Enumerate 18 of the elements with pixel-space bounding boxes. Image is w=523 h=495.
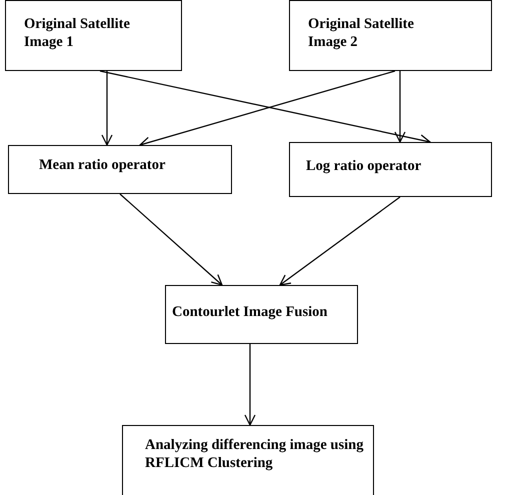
process-box: [165, 285, 358, 344]
process-box: [122, 425, 374, 495]
box-label: Original Satellite Image 2: [308, 15, 415, 51]
process-box: [289, 142, 492, 197]
box-label: Original Satellite Image 1: [24, 15, 131, 51]
arrow: [139, 70, 396, 148]
process-box: [8, 145, 232, 194]
arrow: [120, 194, 223, 286]
box-label: Log ratio operator: [306, 157, 422, 175]
box-label: Contourlet Image Fusion: [172, 303, 328, 321]
arrow: [101, 71, 113, 146]
process-box: [5, 0, 182, 71]
arrow: [394, 71, 406, 143]
process-box: [289, 0, 492, 71]
arrow: [279, 196, 400, 286]
box-label: Mean ratio operator: [39, 156, 166, 174]
box-label: Analyzing differencing image using RFLICM Clustering: [145, 436, 364, 472]
arrow: [244, 344, 256, 426]
